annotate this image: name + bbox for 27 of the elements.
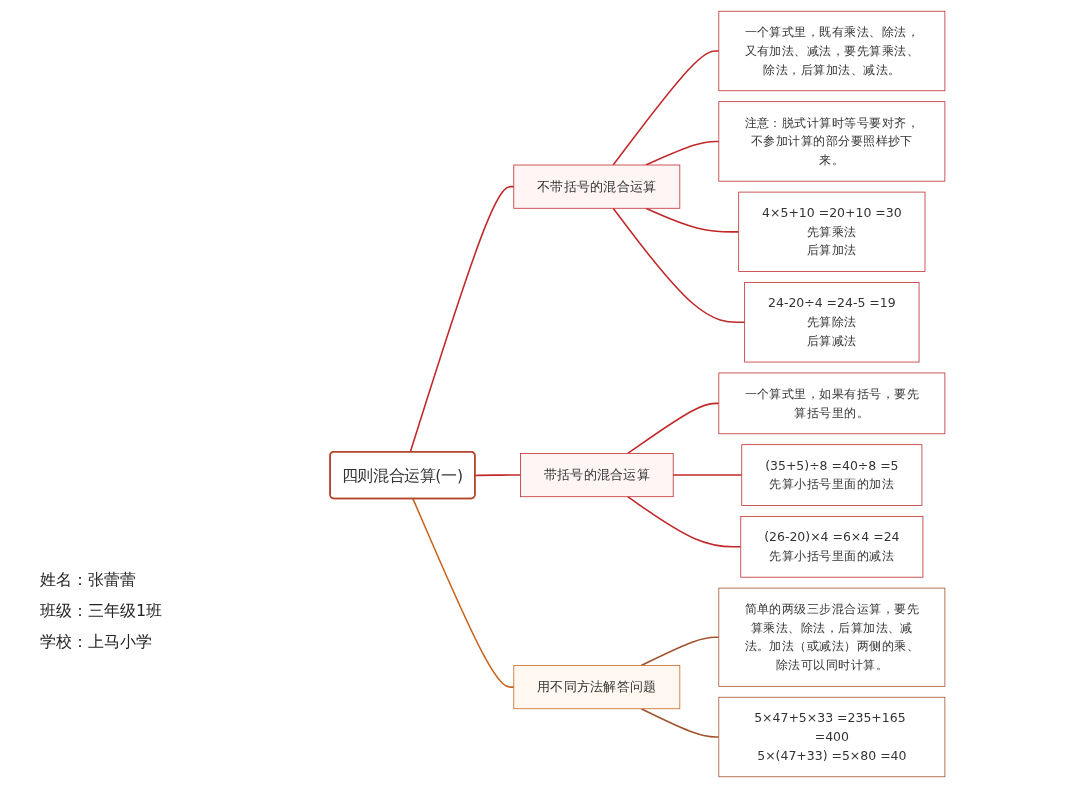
connector (626, 402, 720, 455)
node-box: 一个算式里，如果有括号，要先算括号里的。 (718, 372, 946, 435)
student-info-text: 姓名：张蕾蕾 (40, 570, 137, 591)
connector (612, 207, 746, 324)
connector (640, 707, 720, 738)
student-info-text: 学校：上马小学 (40, 632, 153, 653)
connector (672, 474, 743, 476)
node-box: 简单的两级三步混合运算，要先算乘法、除法，后算加法、减法。加法（或减法）两侧的乘、除法可以同时计算。 (718, 587, 946, 687)
node-box: (35+5)÷8 =40÷8 =5 先算小括号里面的加法 (741, 444, 923, 506)
student-info-text: 班级：三年级1班 (40, 601, 163, 622)
node-box: (26-20)×4 =6×4 =24 先算小括号里面的减法 (740, 516, 924, 578)
connector (474, 474, 522, 477)
node-box: 带括号的混合运算 (520, 453, 674, 498)
node-box: 不带括号的混合运算 (513, 164, 681, 209)
connector (645, 207, 740, 233)
node-box: 注意：脱式计算时等号要对齐，不参加计算的部分要照样抄下来。 (718, 101, 946, 182)
node-box: 4×5+10 =20+10 =30 先算乘法 后算加法 (738, 191, 926, 272)
connector (645, 140, 720, 166)
connector (626, 495, 742, 548)
connector (412, 498, 515, 688)
node-box: 一个算式里，既有乘法、除法，又有加法、减法，要先算乘法、除法，后算加法、减法。 (718, 10, 946, 92)
connector (640, 636, 720, 667)
node-box: 用不同方法解答问题 (513, 665, 681, 710)
node-box: 5×47+5×33 =235+165 =400 5×(47+33) =5×80 =40 (718, 696, 946, 778)
node-box: 24-20÷4 =24-5 =19 先算除法 后算减法 (744, 282, 920, 363)
connector (612, 50, 720, 166)
connector (409, 185, 515, 453)
